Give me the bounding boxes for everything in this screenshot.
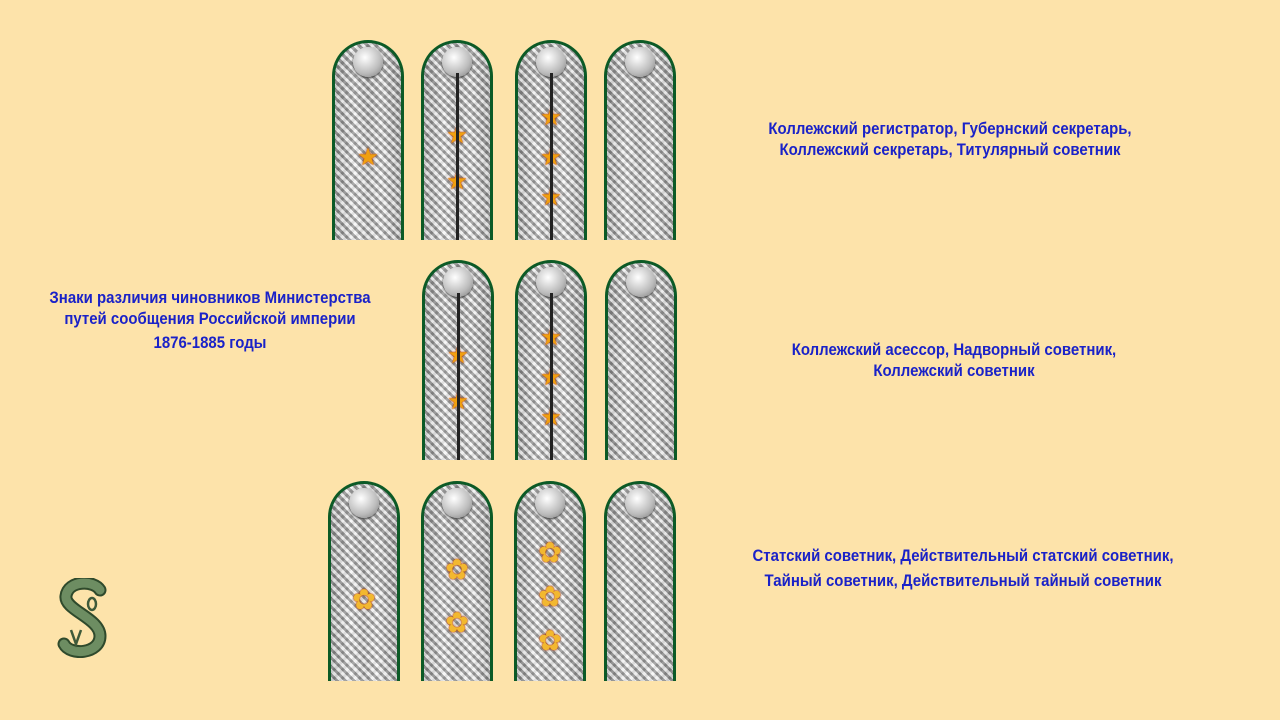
epaulette: ✿✿ (421, 481, 493, 681)
star-icon: ★ (540, 364, 562, 391)
button-icon (625, 47, 655, 77)
epaulette: ★ ★ ★ (515, 260, 587, 460)
button-icon (443, 267, 473, 297)
button-icon (442, 488, 472, 518)
caption-line: Коллежский советник (873, 361, 1035, 380)
button-icon (536, 267, 566, 297)
caption-line: Коллежский секретарь, Титулярный советни… (779, 140, 1121, 159)
epaulette (604, 40, 676, 240)
epaulette: ★★ (421, 40, 493, 240)
epaulette (605, 260, 677, 460)
star-icon: ★ (447, 342, 469, 369)
star-icon: ★ (447, 388, 469, 415)
sov-logo (57, 578, 107, 658)
star-icon: ★ (446, 168, 468, 195)
title-line-3: 1876-1885 годы (153, 333, 267, 352)
star-icon: ★ (357, 144, 379, 171)
star-icon: ★ (540, 404, 562, 431)
star-icon: ✿ (538, 581, 562, 612)
star-icon: ✿ (445, 607, 469, 638)
caption-line: Статский советник, Действительный статск… (752, 546, 1174, 565)
row-1-caption: Коллежский регистратор, Губернский секре… (721, 118, 1179, 160)
button-icon (349, 488, 379, 518)
epaulette: ✿ ✿ ✿ (514, 481, 586, 681)
row-2-caption: Коллежский асессор, Надворный советник, … (725, 339, 1183, 381)
star-icon: ✿ (538, 537, 562, 568)
logo-o-shape (86, 596, 98, 612)
button-icon (353, 47, 383, 77)
button-icon (442, 47, 472, 77)
title-line-2: путей сообщения Российской империи (64, 309, 356, 328)
caption-line: Коллежский асессор, Надворный советник, (791, 340, 1117, 359)
epaulette (604, 481, 676, 681)
title-line-1: Знаки различия чиновников Министерства (49, 288, 371, 307)
star-icon: ✿ (445, 554, 469, 585)
button-icon (536, 47, 566, 77)
button-icon (535, 488, 565, 518)
star-icon: ★ (540, 144, 562, 171)
page-title: Знаки различия чиновников Министерства п… (43, 287, 377, 353)
row-3-caption: Статский советник, Действительный статск… (699, 545, 1227, 591)
button-icon (626, 267, 656, 297)
star-icon: ✿ (538, 625, 562, 656)
epaulette: ✿ (328, 481, 400, 681)
star-icon: ✿ (352, 584, 376, 615)
star-icon: ★ (540, 184, 562, 211)
logo-v-shape (69, 629, 83, 648)
button-icon (625, 488, 655, 518)
epaulette: ★ (332, 40, 404, 240)
star-icon: ★ (540, 104, 562, 131)
logo-s-shape-inner (59, 578, 105, 656)
epaulette: ★★ (422, 260, 494, 460)
star-icon: ★ (540, 324, 562, 351)
epaulette: ★ ★ ★ (515, 40, 587, 240)
star-icon: ★ (446, 122, 468, 149)
caption-line: Тайный советник, Действительный тайный с… (764, 571, 1162, 590)
caption-line: Коллежский регистратор, Губернский секре… (768, 119, 1132, 138)
